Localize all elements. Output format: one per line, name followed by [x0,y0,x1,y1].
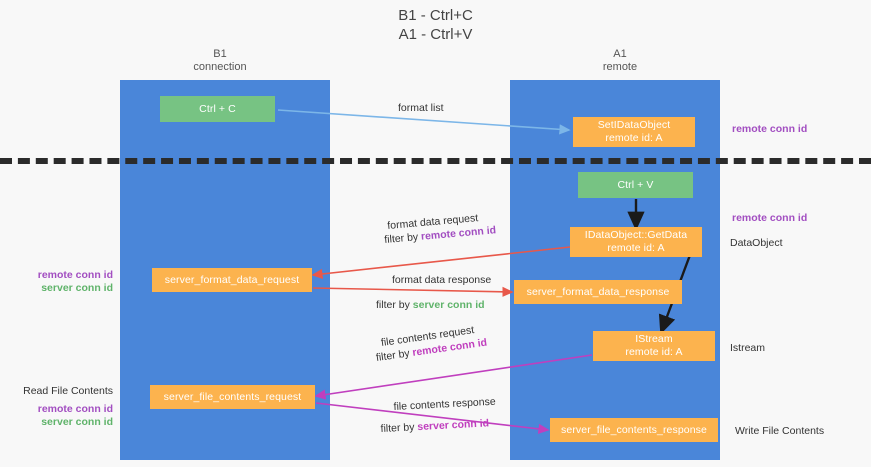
edge-label-format-data-response: format data response [392,274,492,286]
filter-key-server-conn-id: server conn id [412,299,485,311]
left-label-server-conn-id-2: server conn id [41,416,113,428]
left-label-read-file-contents: Read File Contents [23,385,113,397]
edge-label-file-contents-response: file contents response [393,395,496,414]
node-istream[interactable]: IStream remote id: A [593,331,715,361]
right-label-remote-conn-id-mid: remote conn id [732,212,808,224]
node-ctrl-v[interactable]: Ctrl + V [578,172,693,198]
right-label-data-object: DataObject [730,237,783,249]
left-label-remote-conn-id-2: remote conn id [37,403,113,415]
filter-prefix: filter by [376,299,413,311]
left-label-remote-conn-id: remote conn id [37,269,113,281]
column-header-a1: A1 remote [602,48,638,73]
node-set-idataobject[interactable]: SetIDataObject remote id: A [573,117,695,147]
node-server-format-data-response[interactable]: server_format_data_response [514,280,682,304]
edge-label-format-list: format list [398,102,444,114]
left-label-server-conn-id: server conn id [41,282,113,294]
right-label-istream: Istream [730,342,766,354]
column-header-b1: B1 connection [193,48,247,73]
edge-label-file-contents-response-filter: filter by server conn id [380,416,489,436]
right-label-remote-conn-id-top: remote conn id [732,123,808,135]
node-server-format-data-request[interactable]: server_format_data_request [152,268,312,292]
node-idataobject-getdata[interactable]: IDataObject::GetData remote id: A [570,227,702,257]
node-server-file-contents-response[interactable]: server_file_contents_response [550,418,718,442]
filter-prefix: filter by [383,230,422,247]
filter-key-server-conn-id: server conn id [417,417,490,434]
section-divider [0,158,871,164]
node-ctrl-c[interactable]: Ctrl + C [160,96,275,122]
page-title: B1 - Ctrl+C A1 - Ctrl+V [398,7,473,43]
filter-prefix: filter by [375,347,414,365]
edge-label-format-data-response-filter: filter by server conn id [376,298,485,312]
filter-prefix: filter by [380,421,418,436]
right-label-write-file-contents: Write File Contents [735,425,825,437]
node-server-file-contents-request[interactable]: server_file_contents_request [150,385,315,409]
